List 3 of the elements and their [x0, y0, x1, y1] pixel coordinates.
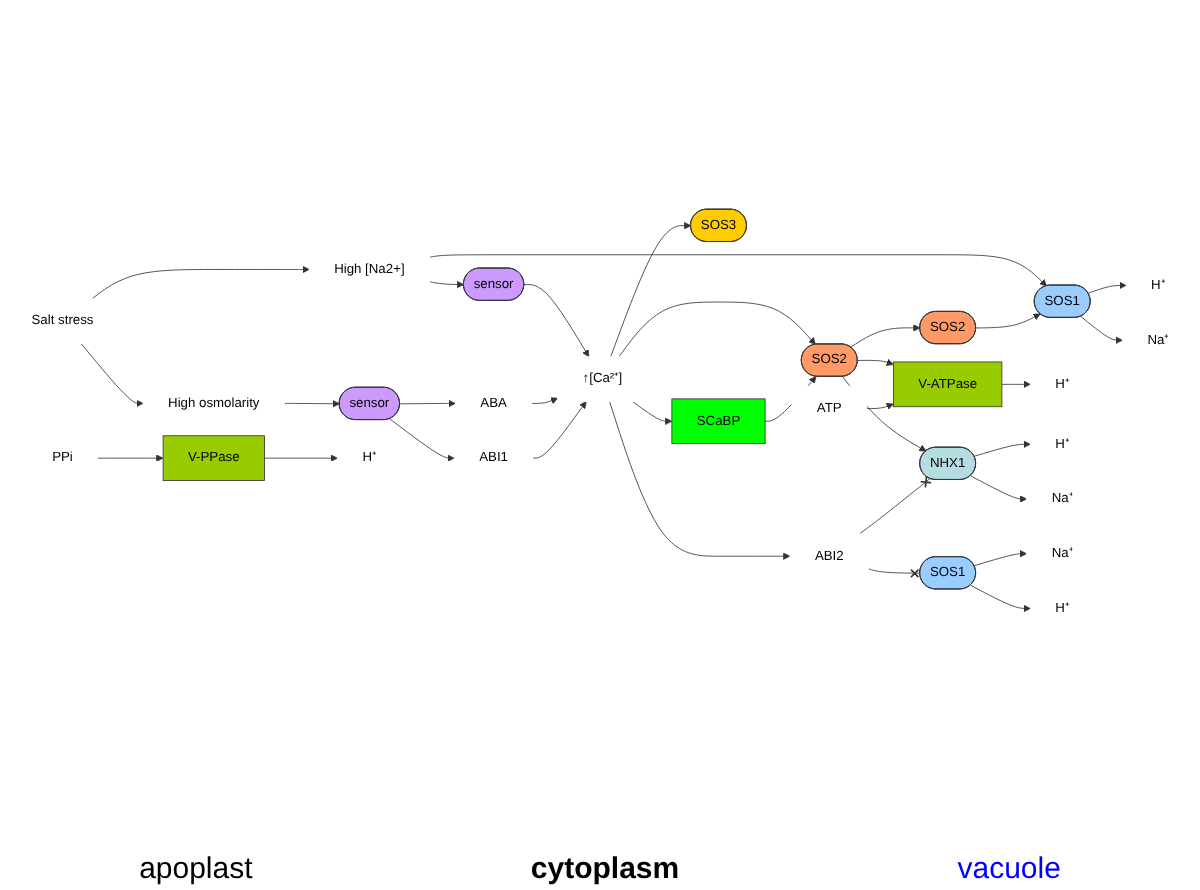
- region-label: cytoplasm: [530, 852, 680, 886]
- region-label: vacuole: [957, 852, 1061, 886]
- region-label: apoplast: [139, 852, 253, 886]
